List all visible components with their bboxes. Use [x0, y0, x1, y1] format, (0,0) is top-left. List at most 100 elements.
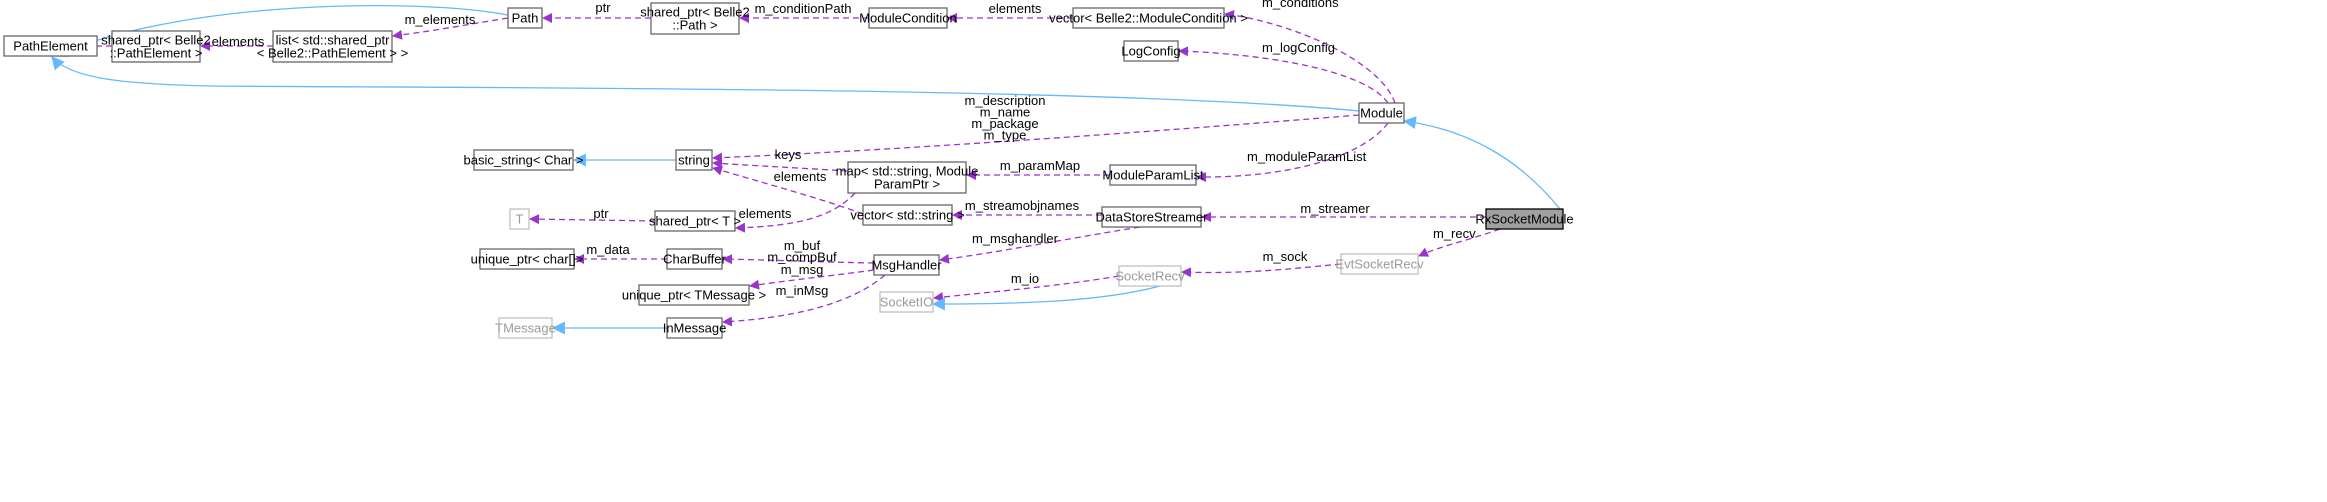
node-data-store-streamer-label: DataStoreStreamer [1096, 210, 1209, 225]
node-vector-string-box [862, 204, 953, 226]
node-shared-ptr-pathelement-label: ::PathElement > [110, 46, 203, 61]
node-tmessage-box [498, 317, 553, 339]
node-t-label: T [516, 212, 524, 227]
node-shared-ptr-path[interactable]: shared_ptr< Belle2::Path > [640, 2, 750, 35]
nodes-layer: PathElement shared_ptr< Belle2::PathEleme… [3, 2, 1574, 339]
node-in-message-box [666, 317, 723, 339]
edge-evt-socket-recv-to-socket-recv-usage [1181, 263, 1342, 278]
node-shared-ptr-path-label: shared_ptr< Belle2 [640, 5, 750, 20]
node-unique-ptr-char-box [479, 248, 575, 270]
node-shared-ptr-pathelement-box [111, 30, 201, 63]
edge-label-data-store-streamer-to-msg-handler: m_msghandler [972, 231, 1059, 246]
node-vector-module-condition[interactable]: vector< Belle2::ModuleCondition > [1049, 7, 1248, 29]
node-char-buffer[interactable]: CharBuffer [663, 248, 726, 270]
node-tmessage-label: TMessage [495, 321, 556, 336]
edge-label-rx-socket-module-to-evt-socket-recv: m_recv [1433, 226, 1476, 241]
node-unique-ptr-tmessage-box [638, 284, 750, 306]
node-basic-string[interactable]: basic_string< Char > [464, 149, 584, 171]
edge-label-module-to-module-param-list: m_moduleParamList [1247, 149, 1367, 164]
node-rx-socket-module[interactable]: RxSocketModule [1475, 208, 1574, 230]
node-socket-io-box [879, 291, 934, 313]
edge-label-char-buffer-to-unique-ptr-char: m_data [586, 242, 630, 257]
node-unique-ptr-char-label: unique_ptr< char[]> [471, 252, 584, 267]
node-shared-ptr-path-box [650, 2, 740, 35]
edge-label-socket-recv-to-socket-io: m_io [1011, 271, 1039, 286]
node-string[interactable]: string [675, 149, 713, 171]
node-vector-module-condition-label: vector< Belle2::ModuleCondition > [1049, 11, 1248, 26]
node-path-box [507, 7, 543, 29]
edge-label-module-to-vector-module-condition: m_conditions [1262, 0, 1339, 10]
node-module-condition-label: ModuleCondition [859, 11, 957, 26]
edge-label-module-param-list-to-map-param: m_paramMap [1000, 158, 1080, 173]
node-basic-string-box [473, 149, 574, 171]
node-t[interactable]: T [509, 208, 530, 230]
node-module-param-list-box [1109, 164, 1197, 186]
node-log-config-box [1123, 40, 1179, 62]
edge-map-param-to-string-usage [712, 158, 849, 172]
node-shared-ptr-pathelement[interactable]: shared_ptr< Belle2::PathElement > [101, 30, 211, 63]
node-path-element[interactable]: PathElement [3, 35, 98, 57]
node-in-message[interactable]: InMessage [663, 317, 727, 339]
edge-label-vector-string-to-string: elements [774, 169, 827, 184]
edge-rx-socket-module-to-module-inheritance [1402, 116, 1561, 210]
edge-module-to-vector-module-condition-usage [1224, 10, 1396, 104]
edge-shared-ptr-t-to-t-usage [529, 214, 656, 225]
node-module-label: Module [1360, 106, 1403, 121]
node-path-element-label: PathElement [13, 39, 88, 54]
edge-label-vector-module-condition-to-module-condition: elements [989, 1, 1042, 16]
node-msg-handler[interactable]: MsgHandler [871, 254, 942, 276]
node-socket-recv-box [1118, 265, 1182, 287]
node-in-message-label: InMessage [663, 321, 727, 336]
node-socket-io[interactable]: SocketIO [879, 291, 934, 313]
node-log-config[interactable]: LogConfig [1121, 40, 1181, 62]
node-list-shared-ptr-label: < Belle2::PathElement > > [257, 46, 408, 61]
node-shared-ptr-t-box [654, 210, 736, 232]
edge-label-msg-handler-to-unique-ptr-tmessage: m_msg [781, 262, 824, 277]
edge-label-shared-ptr-path-to-path: ptr [595, 0, 611, 15]
node-socket-recv[interactable]: SocketRecv [1115, 265, 1185, 287]
node-string-label: string [678, 153, 710, 168]
node-list-shared-ptr-label: list< std::shared_ptr [276, 33, 390, 48]
node-unique-ptr-tmessage-label: unique_ptr< TMessage > [622, 288, 766, 303]
edge-label-path-to-list-shared-ptr: m_elements [405, 12, 476, 27]
edge-module-to-log-config-usage [1178, 46, 1389, 104]
edge-labels-layer: ptrelementsm_elementsptrm_conditionPathe… [132, 0, 1476, 298]
edge-label-module-condition-to-shared-ptr-path: m_conditionPath [755, 1, 852, 16]
node-module[interactable]: Module [1358, 102, 1405, 124]
edge-label-map-param-to-string: keys [775, 147, 802, 162]
node-socket-recv-label: SocketRecv [1115, 269, 1185, 284]
edges-layer [51, 5, 1561, 335]
node-module-condition[interactable]: ModuleCondition [859, 7, 957, 29]
node-char-buffer-label: CharBuffer [663, 252, 726, 267]
edge-label-rx-socket-module-to-data-store-streamer: m_streamer [1300, 201, 1370, 216]
node-map-param-label: ParamPtr > [874, 177, 940, 192]
node-evt-socket-recv[interactable]: EvtSocketRecv [1335, 253, 1424, 275]
edge-module-to-module-param-list-usage [1196, 122, 1389, 183]
edge-label-list-shared-ptr-to-shared-ptr-pathelement: elements [212, 34, 265, 49]
node-unique-ptr-char[interactable]: unique_ptr< char[]> [471, 248, 584, 270]
edge-data-store-streamer-to-msg-handler-usage [939, 226, 1141, 264]
edge-label-map-param-to-shared-ptr-t: elements [739, 206, 792, 221]
edge-label-data-store-streamer-to-vector-string: m_streamobjnames [965, 198, 1080, 213]
node-list-shared-ptr[interactable]: list< std::shared_ptr< Belle2::PathEleme… [257, 30, 408, 63]
node-data-store-streamer[interactable]: DataStoreStreamer [1096, 206, 1209, 228]
node-list-shared-ptr-box [272, 30, 393, 63]
node-socket-io-label: SocketIO [880, 295, 933, 310]
node-vector-string[interactable]: vector< std::string > [850, 204, 965, 226]
node-unique-ptr-tmessage[interactable]: unique_ptr< TMessage > [622, 284, 766, 306]
edge-msg-handler-to-char-buffer-usage [722, 254, 875, 265]
node-module-param-list-label: ModuleParamList [1102, 168, 1204, 183]
node-msg-handler-label: MsgHandler [871, 258, 942, 273]
node-tmessage[interactable]: TMessage [495, 317, 556, 339]
node-basic-string-label: basic_string< Char > [464, 153, 584, 168]
node-t-box [509, 208, 530, 230]
node-path[interactable]: Path [507, 7, 543, 29]
edge-label-msg-handler-to-in-message: m_inMsg [776, 283, 829, 298]
node-module-param-list[interactable]: ModuleParamList [1102, 164, 1204, 186]
node-log-config-label: LogConfig [1121, 44, 1180, 59]
node-shared-ptr-t[interactable]: shared_ptr< T > [649, 210, 741, 232]
edge-label-module-to-log-config: m_logConfig [1262, 40, 1335, 55]
